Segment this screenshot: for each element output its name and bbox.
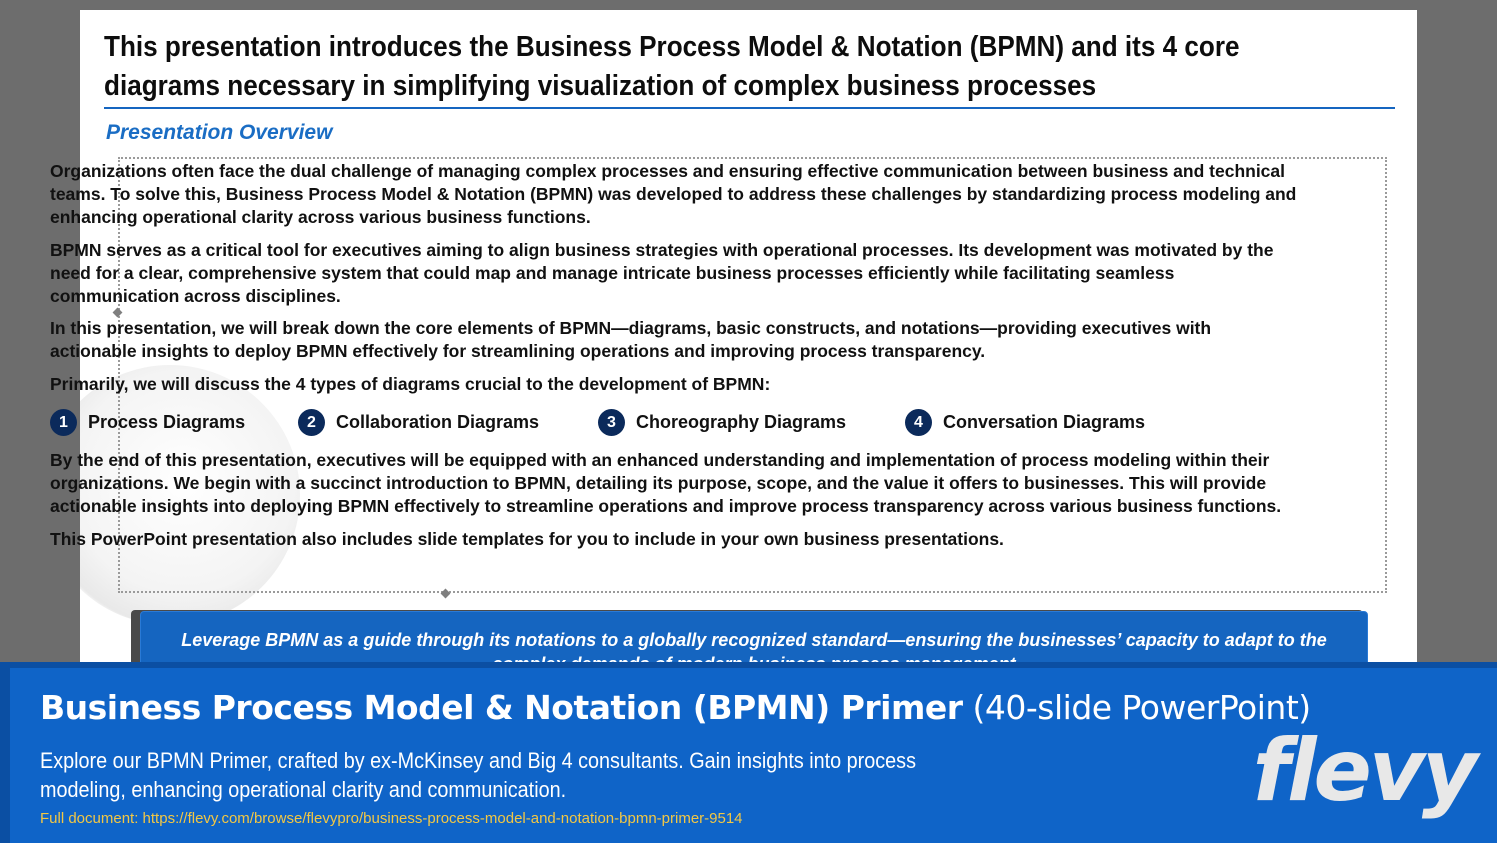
slide-headline: This presentation introduces the Busines… bbox=[104, 28, 1265, 106]
overview-text-box bbox=[112, 157, 1387, 599]
diagram-types-row: 1 Process Diagrams 2 Collaboration Diagr… bbox=[50, 409, 1300, 437]
banner-title: Business Process Model & Notation (BPMN)… bbox=[40, 688, 1311, 727]
flevy-logo: flevy bbox=[1252, 721, 1478, 821]
paragraph-6: This PowerPoint presentation also includ… bbox=[50, 528, 1004, 549]
paragraph-1: Organizations often face the dual challe… bbox=[50, 161, 1297, 228]
diagram-label: Conversation Diagrams bbox=[943, 412, 1146, 432]
diagram-item-collaboration: 2 Collaboration Diagrams bbox=[298, 409, 539, 436]
diagram-item-choreography: 3 Choreography Diagrams bbox=[598, 409, 846, 436]
diagram-item-process: 1 Process Diagrams bbox=[50, 409, 245, 436]
banner-title-sub: (40-slide PowerPoint) bbox=[972, 688, 1312, 727]
resize-handle-bottom[interactable] bbox=[440, 588, 451, 599]
banner-left-accent bbox=[0, 668, 10, 843]
banner-top-accent bbox=[0, 662, 1497, 668]
number-badge: 1 bbox=[50, 409, 77, 436]
headline-line-2: diagrams necessary in simplifying visual… bbox=[104, 70, 1097, 102]
number-badge: 3 bbox=[598, 409, 625, 436]
paragraph-5: By the end of this presentation, executi… bbox=[50, 450, 1282, 517]
diagram-label: Choreography Diagrams bbox=[636, 412, 847, 432]
paragraph-3: In this presentation, we will break down… bbox=[50, 318, 1212, 362]
watermark-globe-icon bbox=[80, 365, 300, 625]
document-link[interactable]: Full document: https://flevy.com/browse/… bbox=[40, 810, 743, 827]
paragraph-2: BPMN serves as a critical tool for execu… bbox=[50, 239, 1274, 307]
banner-description: Explore our BPMN Primer, crafted by ex-M… bbox=[40, 748, 916, 802]
number-badge: 2 bbox=[298, 409, 325, 436]
diagram-label: Collaboration Diagrams bbox=[336, 412, 540, 432]
headline-divider bbox=[104, 107, 1395, 109]
headline-line-1: This presentation introduces the Busines… bbox=[104, 31, 1240, 63]
banner-title-main: Business Process Model & Notation (BPMN)… bbox=[40, 688, 963, 727]
diagram-label: Process Diagrams bbox=[88, 412, 246, 432]
diagram-item-conversation: 4 Conversation Diagrams bbox=[905, 409, 1145, 436]
slide: This presentation introduces the Busines… bbox=[80, 10, 1417, 670]
section-label: Presentation Overview bbox=[106, 121, 333, 144]
number-badge: 4 bbox=[905, 409, 932, 436]
promo-banner bbox=[0, 662, 1497, 843]
paragraph-4: Primarily, we will discuss the 4 types o… bbox=[50, 373, 771, 394]
closing-paragraphs: By the end of this presentation, executi… bbox=[50, 449, 1300, 560]
overview-paragraphs: Organizations often face the dual challe… bbox=[50, 160, 1300, 405]
